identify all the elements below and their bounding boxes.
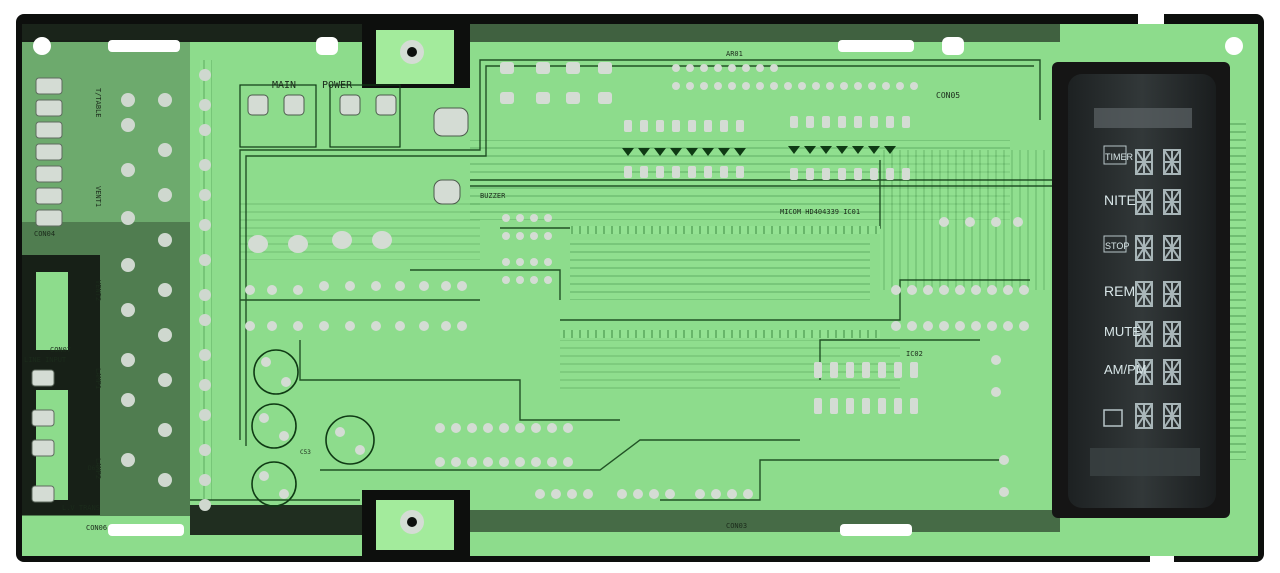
silk-lamp2: LAMP2 xyxy=(94,458,102,479)
silk-con04: CON04 xyxy=(34,230,55,238)
silk-con03: CON03 xyxy=(726,522,747,530)
silk-lamp1: LAMP1 xyxy=(94,368,102,389)
silk-ar01: AR01 xyxy=(726,50,743,58)
mount-hole xyxy=(33,37,51,55)
vfd-display xyxy=(1052,62,1246,518)
silk-con06: CON06 xyxy=(86,524,107,532)
silk-buzzer: BUZZER xyxy=(480,192,506,200)
vfd-mute-label: MUTE xyxy=(1104,324,1141,339)
silk-ttable: T/TABLE xyxy=(94,88,102,118)
vfd-rem-label: REM xyxy=(1104,283,1135,299)
silk-vent1: VENT1 xyxy=(94,186,102,207)
mount-hole xyxy=(1225,37,1243,55)
silk-d65: D65 xyxy=(88,465,99,472)
silk-vent2: VENT2 xyxy=(94,280,102,301)
silk-con07: CON07 xyxy=(50,346,71,354)
silk-ic02: IC02 xyxy=(906,350,923,358)
silk-line-input: LINE INPUT xyxy=(24,356,67,364)
silk-ic01: MICOM HD404339 IC01 xyxy=(780,208,860,216)
silk-c53: C53 xyxy=(300,449,311,456)
silk-con05: CON05 xyxy=(936,91,960,100)
silk-lv-trans: L.V TRANS xyxy=(62,504,100,512)
vfd-ampm-label: AM/PM xyxy=(1104,362,1147,377)
silk-power: POWER xyxy=(322,80,353,91)
vfd-timer-label: TIMER xyxy=(1105,152,1133,162)
vfd-stop-label: STOP xyxy=(1105,241,1129,251)
silk-main: MAIN xyxy=(272,80,296,91)
vfd-nite-label: NITE xyxy=(1104,192,1136,208)
